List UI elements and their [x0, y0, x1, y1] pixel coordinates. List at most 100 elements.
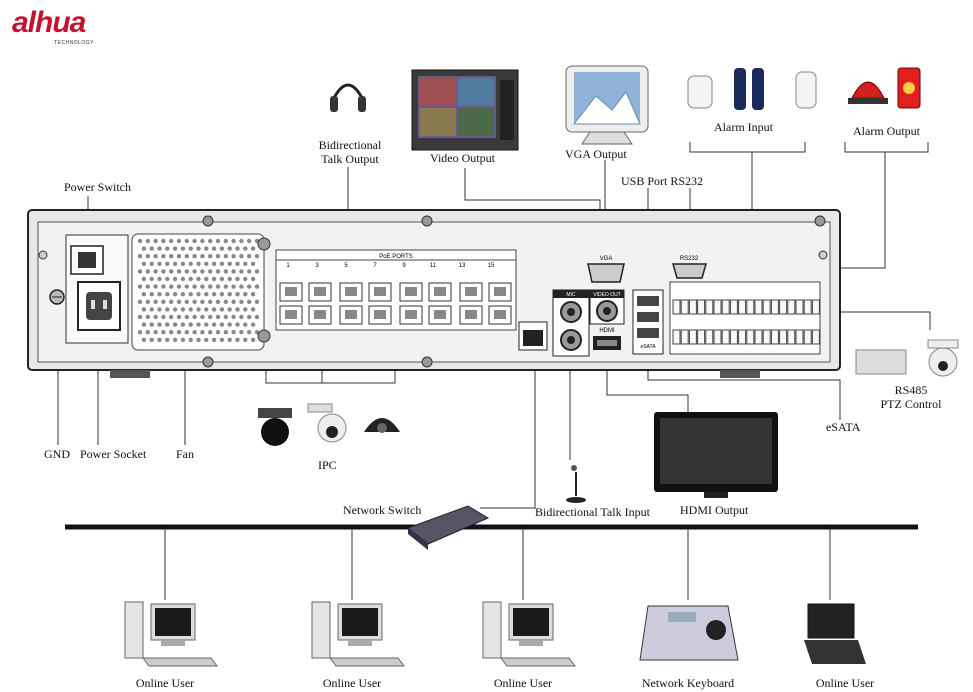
fan-hole	[239, 238, 244, 244]
fan-hole	[235, 322, 240, 327]
hdmi-tv-icon	[654, 412, 778, 498]
fan-hole	[204, 307, 209, 312]
fan-hole	[235, 337, 240, 342]
fan-hole	[184, 269, 189, 274]
headphones-icon	[330, 83, 366, 112]
laptop-screen-icon	[807, 603, 855, 639]
fan-hole	[223, 284, 228, 289]
video-out-label: VIDEO OUT	[593, 292, 621, 298]
fan-hole	[188, 337, 193, 342]
pc-monitor-screen	[155, 608, 191, 636]
power-socket-icon	[77, 281, 121, 331]
ipc-cameras-icon	[258, 403, 400, 446]
talk-output-line-1: Bidirectional	[318, 138, 382, 152]
fan-hole	[200, 330, 205, 335]
fan-hole	[250, 292, 256, 297]
fan-hole	[204, 246, 209, 251]
keyboard-joystick	[706, 620, 726, 640]
alarm-terminal	[721, 299, 730, 315]
user-label-5: Online User	[815, 676, 875, 690]
fan-hole	[208, 269, 213, 274]
fan-hole	[165, 337, 170, 342]
pc-monitor-stand	[161, 640, 185, 646]
fan-hole	[188, 322, 193, 327]
poe-port-socket	[494, 310, 506, 319]
fan-hole	[165, 307, 170, 312]
fan-hole	[235, 261, 240, 266]
fan-hole	[208, 238, 213, 244]
fan-hole	[192, 284, 197, 289]
fan-hole	[227, 261, 232, 266]
fan-hole	[196, 261, 201, 266]
fan-hole	[172, 322, 178, 327]
network-keyboard-icon	[639, 605, 739, 661]
fan-hole	[153, 254, 158, 259]
poe-port-number: 7	[373, 263, 377, 269]
mic-bnc-block: MIC	[552, 289, 590, 357]
alarm-terminal	[705, 299, 714, 315]
fan-hole	[239, 299, 244, 304]
pc-keyboard-icon	[329, 657, 405, 667]
rs485-line-1: RS485	[894, 383, 928, 397]
fan-hole	[231, 299, 236, 304]
fan-hole	[188, 246, 193, 251]
fan-hole	[169, 254, 174, 259]
fan-hole	[219, 276, 225, 282]
fan-hole	[227, 276, 232, 282]
alarm-terminal	[697, 299, 706, 315]
fan-hole	[157, 307, 162, 312]
fan-hole	[180, 261, 186, 266]
fan-hole	[239, 254, 244, 259]
fan-hole	[235, 292, 240, 297]
alarm-terminal	[713, 329, 722, 345]
alarm-terminal-block	[669, 281, 821, 355]
fan-hole	[172, 337, 178, 342]
fan-hole	[239, 284, 244, 289]
fan-hole	[141, 276, 147, 282]
fan-hole	[254, 254, 260, 259]
fan-hole	[184, 299, 189, 304]
fan-hole	[204, 337, 209, 342]
alarm-terminal	[672, 329, 681, 345]
poe-port-number: 13	[459, 263, 466, 269]
fan-hole	[247, 254, 252, 259]
talk-output-line-2: Talk Output	[321, 152, 379, 166]
esata-panel-label: eSATA	[640, 344, 656, 350]
video-out-bnc-block: VIDEO OUT	[589, 289, 625, 325]
ipc-label: IPC	[318, 458, 337, 472]
fan-hole	[176, 238, 182, 244]
fan-hole	[235, 276, 240, 282]
power-socket-label: Power Socket	[80, 447, 147, 461]
fan-hole	[219, 261, 225, 266]
microphone-icon	[566, 465, 586, 503]
fan-label: Fan	[176, 447, 194, 461]
poe-port-socket	[405, 310, 417, 319]
fan-hole	[169, 238, 174, 244]
fan-hole	[176, 254, 182, 259]
poe-port-socket	[374, 310, 386, 319]
fan-hole	[141, 322, 147, 327]
fan-hole	[247, 330, 252, 335]
fan-hole	[239, 269, 244, 274]
poe-port-number: 15	[488, 263, 495, 269]
alarm-terminal	[729, 329, 738, 345]
alarm-input-label: Alarm Input	[714, 120, 773, 134]
alarm-terminal	[762, 299, 771, 315]
fan-hole	[211, 276, 217, 282]
esata-label: eSATA	[826, 420, 861, 434]
vga-monitor-icon	[565, 65, 649, 145]
vga-output-label: VGA Output	[565, 147, 627, 161]
fan-hole	[169, 284, 174, 289]
fan-hole	[208, 314, 213, 320]
poe-port-socket	[285, 310, 297, 319]
alarm-terminal	[746, 299, 755, 315]
fan-hole	[176, 330, 182, 335]
alarm-terminal	[746, 329, 755, 345]
fan-hole	[231, 254, 236, 259]
gnd-label: GND	[44, 447, 70, 461]
fan-hole	[250, 322, 256, 327]
mic-label: MIC	[566, 292, 576, 298]
video-output-label: Video Output	[430, 151, 495, 165]
poe-port-socket	[314, 287, 326, 296]
